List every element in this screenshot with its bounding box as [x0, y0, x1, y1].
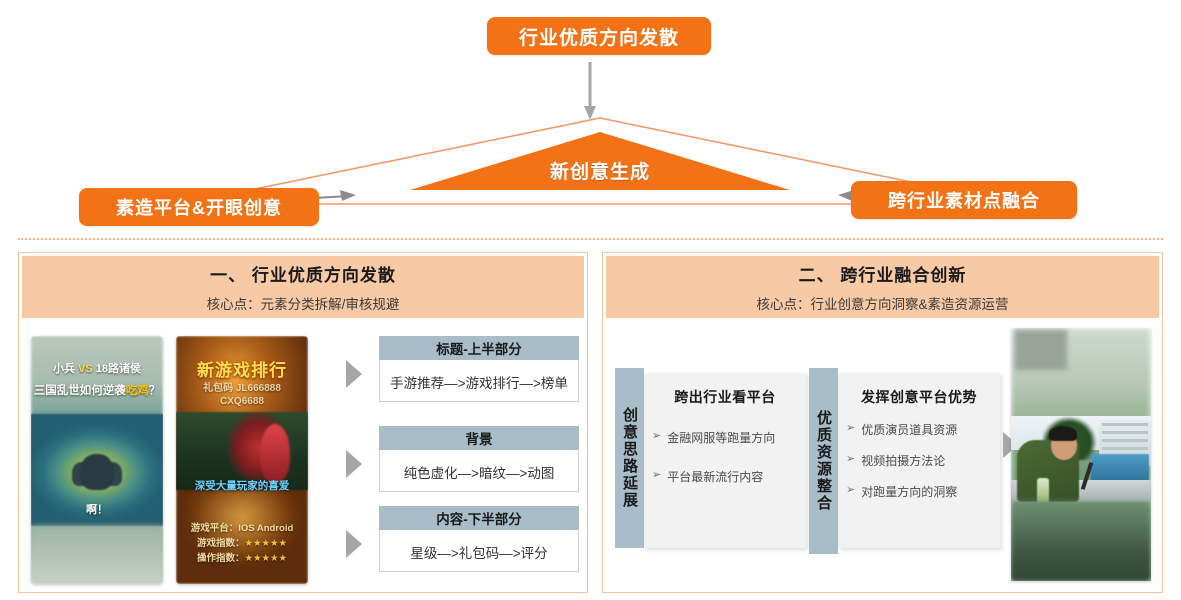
list-item: ➢ 平台最新流行内容 — [644, 468, 806, 485]
panel-one-header: 一、 行业优质方向发散 核心点：元素分类拆解/审核规避 — [22, 256, 584, 318]
panel-two-header: 二、 跨行业融合创新 核心点：行业创意方向洞察&素造资源运营 — [606, 256, 1159, 318]
box-cross-industry-title: 跨出行业看平台 — [674, 389, 776, 405]
ranking-gift-code: 礼包码 JL666888 CXQ6688 — [203, 383, 281, 407]
list-item: ➢ 金融网服等跑量方向 — [644, 429, 806, 446]
list-item: ➢ 对跑量方向的洞察 — [838, 483, 1000, 500]
flow-box-background-body: 纯色虚化—>暗纹—>动图 — [379, 448, 579, 492]
ranking-footer-control-label: 操作指数： — [196, 553, 245, 564]
list-item-label: 优质演员道具资源 — [861, 423, 958, 437]
panel-one-body: 小兵 VS 18路诸侯 三国乱世如何逆袭吃鸡？ 啊！ 新游戏排行 礼包码 JL6… — [19, 318, 587, 594]
flow-box-title-upper-body: 手游推荐—>游戏排行—>榜单 — [379, 358, 579, 402]
bullet-arrow-icon: ➢ — [846, 484, 856, 496]
panel-one-title: 一、 行业优质方向发散 — [210, 266, 396, 285]
pill-right-cross-industry[interactable]: 跨行业素材点融合 — [851, 181, 1077, 219]
flow-box-title-upper[interactable]: 标题-上半部分 手游推荐—>游戏排行—>榜单 — [379, 336, 579, 402]
list-item: ➢ 视频拍摄方法论 — [838, 452, 1000, 469]
photo-blurred-bottom — [1011, 502, 1151, 581]
panel-two-body: 创意思路延展 跨出行业看平台 ➢ 金融网服等跑量方向 ➢ 平台最新流行内容 优质… — [603, 318, 1162, 594]
ranking-footer: 游戏平台：IOS Android 游戏指数：★★★★★ 操作指数：★★★★★ — [176, 521, 308, 566]
bullet-arrow-icon: ➢ — [846, 422, 856, 434]
flow-box-content-lower-body: 星级—>礼包码—>评分 — [379, 528, 579, 572]
photo-blue-tent — [1091, 454, 1149, 484]
pubg-headline-one: 小兵 VS 18路诸侯 — [31, 360, 163, 376]
flow-box-content-lower-head: 内容-下半部分 — [379, 506, 579, 530]
flow-box-background[interactable]: 背景 纯色虚化—>暗纹—>动图 — [379, 426, 579, 492]
box-cross-industry-platform[interactable]: 跨出行业看平台 ➢ 金融网服等跑量方向 ➢ 平台最新流行内容 — [644, 373, 806, 548]
panel-one-subtitle: 核心点：元素分类拆解/审核规避 — [206, 297, 400, 312]
panel-two-subtitle: 核心点：行业创意方向洞察&素造资源运营 — [756, 297, 1009, 312]
top-diagram: 行业优质方向发散 新创意生成 素造平台&开眼创意 跨行业素材点融合 — [0, 0, 1181, 238]
photo-bottle — [1037, 478, 1049, 502]
arrow-right-icon-3 — [346, 530, 362, 558]
pubg-headline-one-part-b: 18路诸侯 — [92, 363, 142, 375]
list-item-label: 视频拍摄方法论 — [861, 454, 946, 468]
section-divider — [18, 238, 1163, 240]
box-creative-platform-list: ➢ 优质演员道具资源 ➢ 视频拍摄方法论 ➢ 对跑量方向的洞察 — [838, 421, 1000, 500]
triangle-center-label: 新创意生成 — [549, 162, 650, 183]
arrow-right-icon-1 — [346, 360, 362, 388]
pubg-blurred-bottom — [31, 526, 163, 584]
pubg-headline-two: 三国乱世如何逆袭吃鸡？ — [31, 382, 163, 398]
pubg-headline-vs: VS — [78, 363, 93, 375]
list-item: ➢ 优质演员道具资源 — [838, 421, 1000, 438]
panel-section-two: 二、 跨行业融合创新 核心点：行业创意方向洞察&素造资源运营 创意思路延展 跨出… — [602, 252, 1163, 593]
arrow-right-icon-2 — [346, 450, 362, 478]
photo-corner-patch — [1015, 330, 1067, 370]
panel-section-one: 一、 行业优质方向发散 核心点：元素分类拆解/审核规避 小兵 VS 18路诸侯 … — [18, 252, 588, 593]
bullet-arrow-icon: ➢ — [652, 430, 662, 442]
creative-screenshot-game-ranking[interactable]: 新游戏排行 礼包码 JL666888 CXQ6688 深受大量玩家的喜爱 游戏平… — [176, 336, 308, 584]
box-creative-platform-title: 发挥创意平台优势 — [861, 389, 977, 405]
pill-top-industry-direction[interactable]: 行业优质方向发散 — [487, 17, 711, 55]
ranking-character — [260, 424, 291, 482]
creative-screenshot-pubg[interactable]: 小兵 VS 18路诸侯 三国乱世如何逆袭吃鸡？ 啊！ — [31, 336, 163, 584]
ranking-fire-glow — [176, 472, 308, 584]
panel-two-title: 二、 跨行业融合创新 — [798, 266, 967, 285]
vertical-tab-idea-extension[interactable]: 创意思路延展 — [615, 368, 644, 548]
ranking-footer-control-stars: ★★★★★ — [244, 553, 288, 564]
pubg-headline-highlight: 吃鸡 — [125, 385, 149, 397]
ranking-mid-text: 深受大量玩家的喜爱 — [194, 480, 290, 492]
pubg-parachute-figure — [80, 454, 114, 490]
pill-left-platform-creative[interactable]: 素造平台&开眼创意 — [79, 188, 319, 226]
street-interview-photo[interactable] — [1011, 328, 1151, 581]
box-cross-industry-list: ➢ 金融网服等跑量方向 ➢ 平台最新流行内容 — [644, 429, 806, 485]
photo-person-hair — [1049, 426, 1077, 441]
list-item-label: 对跑量方向的洞察 — [861, 485, 958, 499]
flow-box-title-upper-head: 标题-上半部分 — [379, 336, 579, 360]
list-item-label: 金融网服等跑量方向 — [667, 431, 776, 445]
ranking-footer-score-label: 游戏指数： — [196, 538, 245, 549]
list-item-label: 平台最新流行内容 — [667, 470, 764, 484]
flow-box-content-lower[interactable]: 内容-下半部分 星级—>礼包码—>评分 — [379, 506, 579, 572]
flow-box-background-head: 背景 — [379, 426, 579, 450]
vertical-tab-resource-integration[interactable]: 优质资源整合 — [809, 368, 838, 554]
bullet-arrow-icon: ➢ — [846, 453, 856, 465]
bullet-arrow-icon: ➢ — [652, 469, 662, 481]
ranking-footer-score-stars: ★★★★★ — [244, 538, 288, 549]
box-creative-platform-advantage[interactable]: 发挥创意平台优势 ➢ 优质演员道具资源 ➢ 视频拍摄方法论 ➢ 对跑量方向的洞察 — [838, 373, 1000, 548]
pubg-caption: 啊！ — [86, 504, 108, 516]
photo-focus-strip — [1011, 416, 1151, 502]
ranking-title: 新游戏排行 — [197, 361, 287, 380]
pubg-headline-two-part-b: ？ — [148, 385, 161, 397]
pubg-headline-two-part-a: 三国乱世如何逆袭 — [33, 385, 126, 397]
pubg-headline-one-part-a: 小兵 — [52, 363, 79, 375]
ranking-footer-platform: 游戏平台：IOS Android — [190, 523, 294, 534]
